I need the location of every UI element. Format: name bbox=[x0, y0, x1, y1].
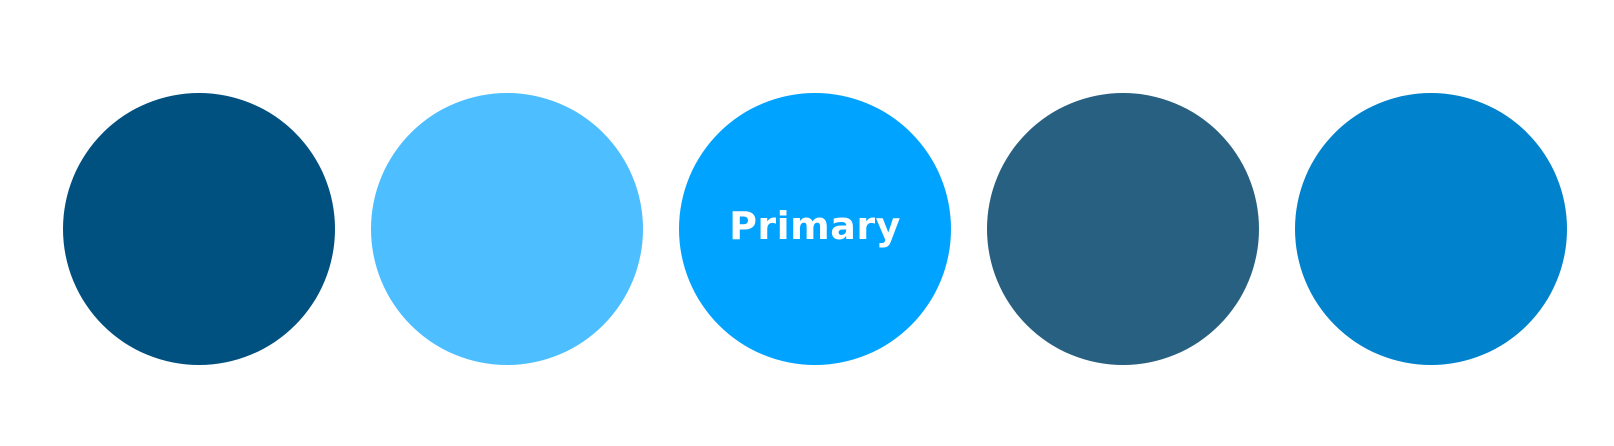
color-swatch-medium bbox=[1295, 93, 1567, 365]
color-swatch-dark bbox=[63, 93, 335, 365]
primary-label: Primary bbox=[729, 204, 901, 248]
color-swatch-light bbox=[371, 93, 643, 365]
color-swatch-primary: Primary bbox=[679, 93, 951, 365]
color-swatch-muted bbox=[987, 93, 1259, 365]
